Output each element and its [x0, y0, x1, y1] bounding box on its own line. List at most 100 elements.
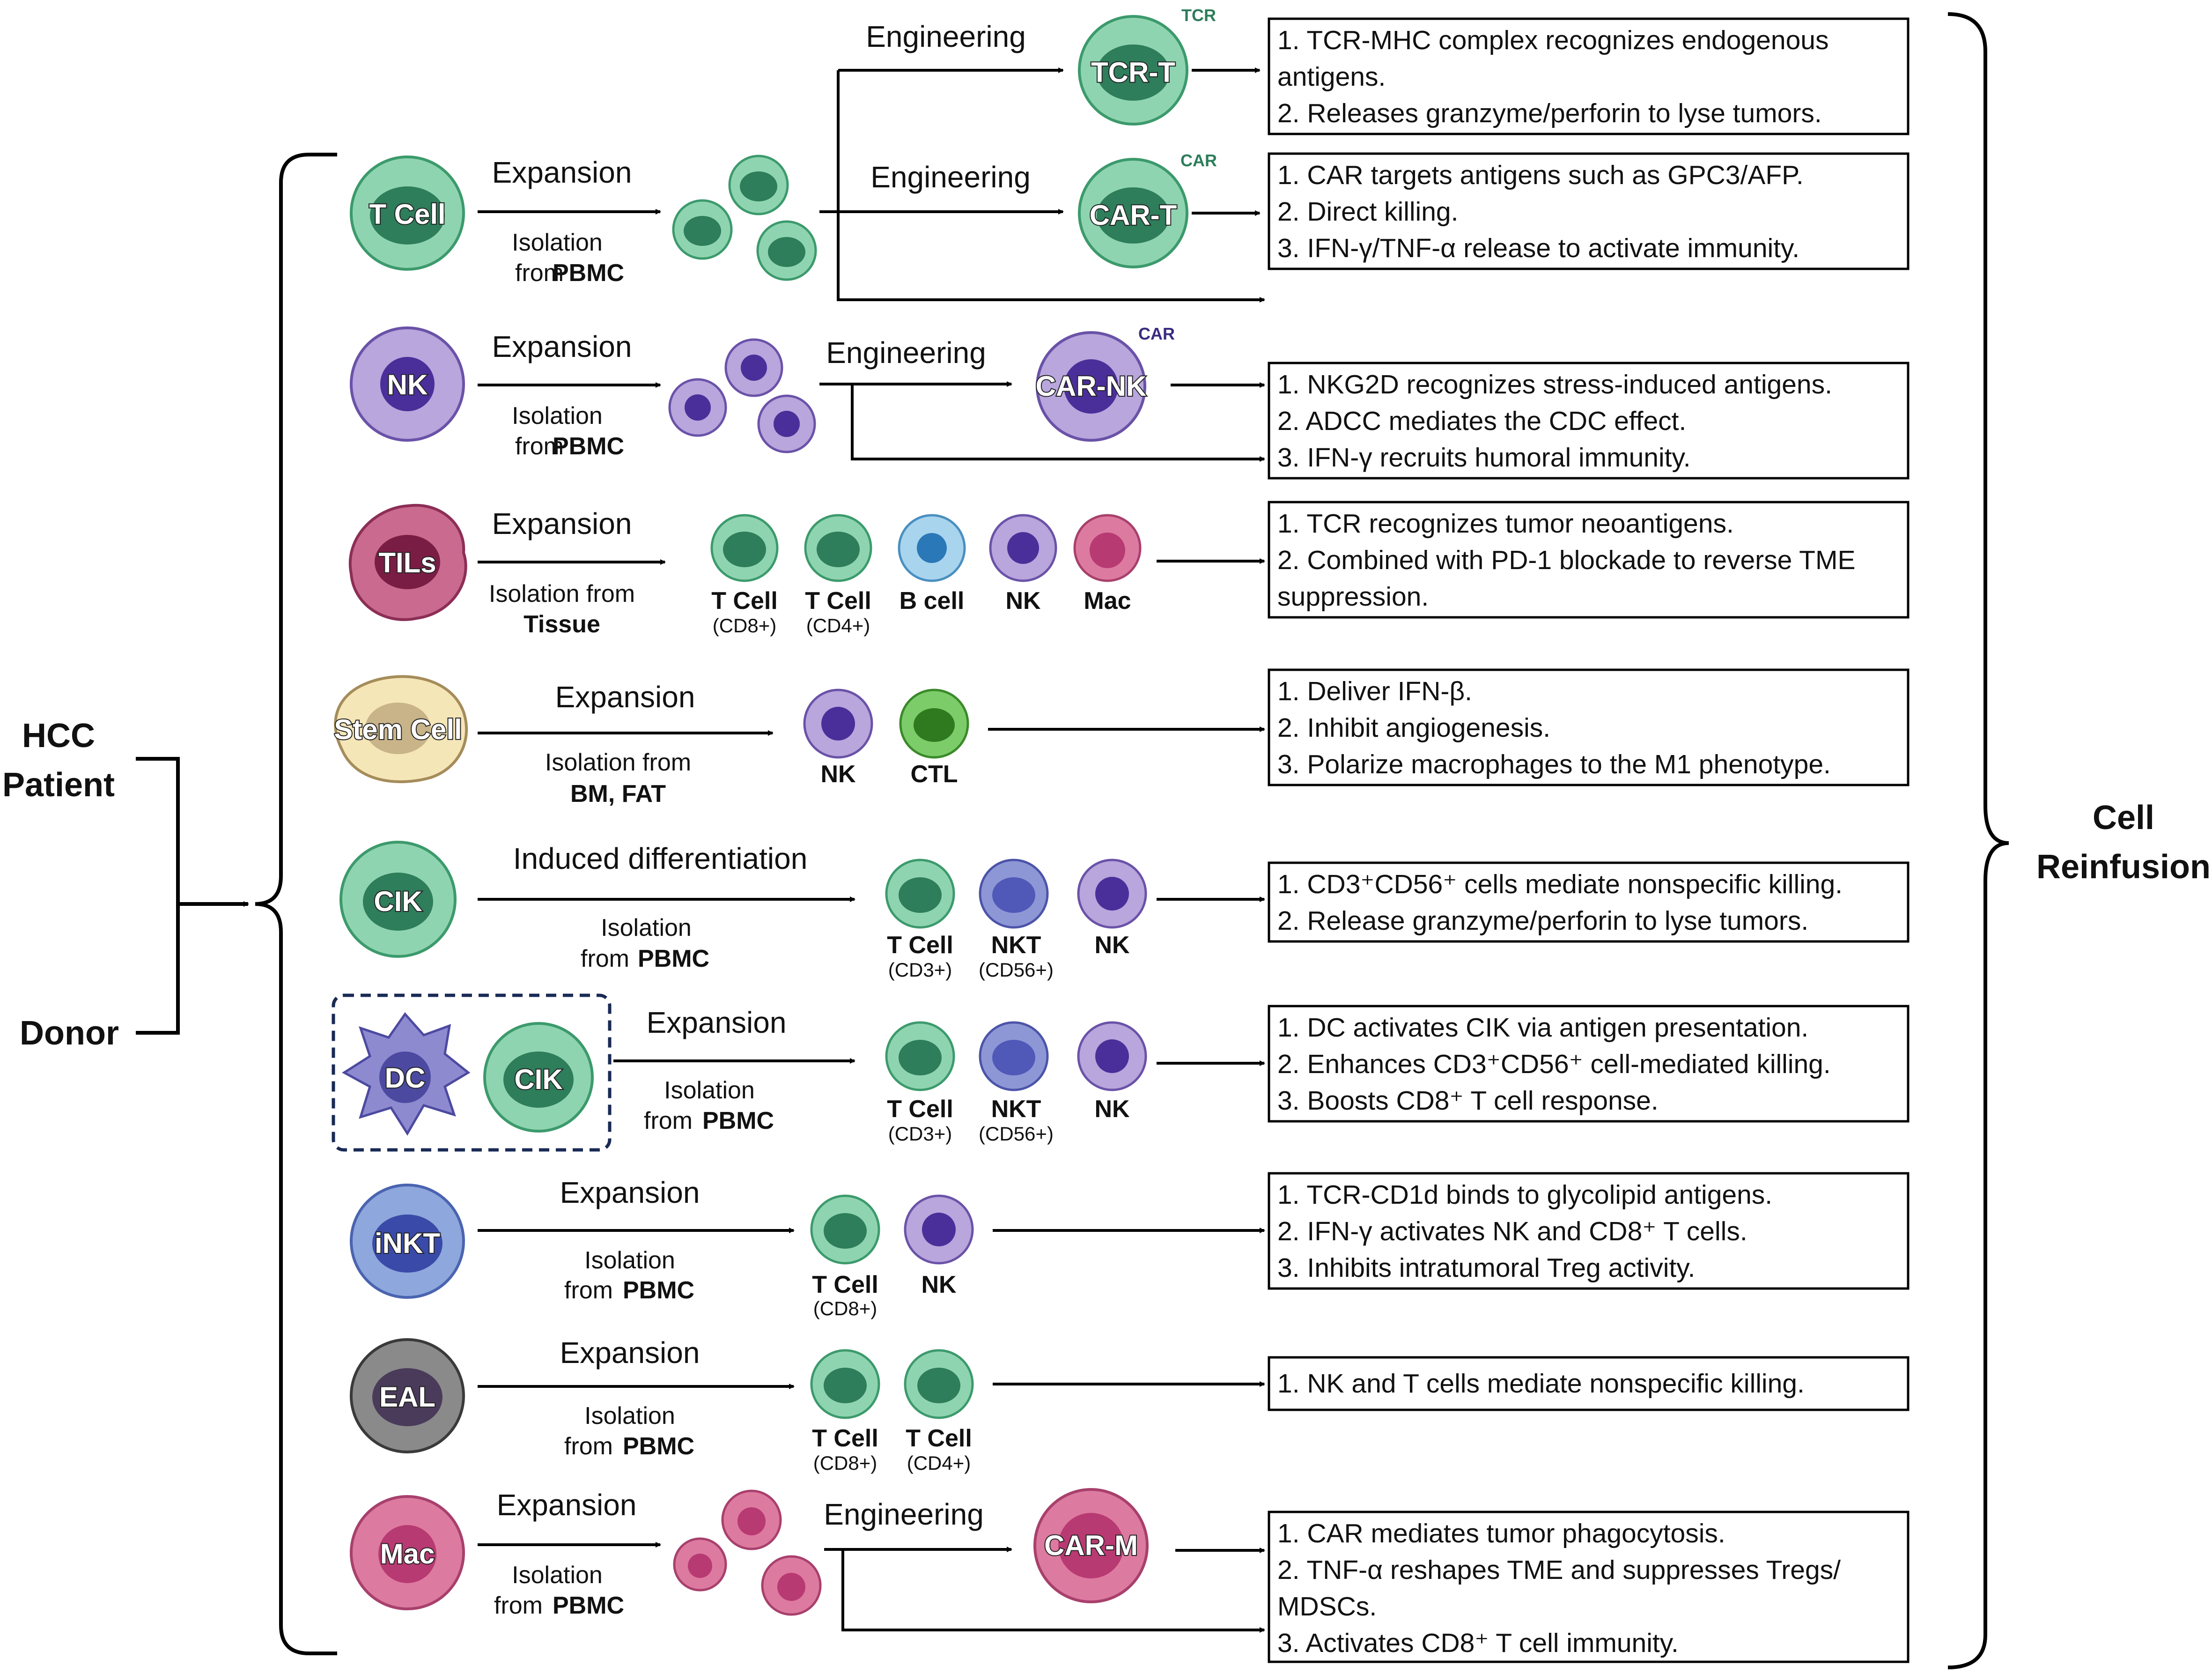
cik-cd56-label: (CD56+) — [979, 959, 1054, 981]
cart-engineering-label: Engineering — [870, 160, 1031, 194]
hcc-label-line2: Patient — [2, 766, 115, 804]
tils-products — [710, 514, 1142, 582]
stem-nk-label: NK — [820, 761, 856, 788]
cik-label: CIK — [374, 886, 422, 917]
left-brace — [255, 153, 337, 1655]
hcc-label-line1: HCC — [22, 717, 95, 755]
row-eal: EAL Expansion Isolation from PBMC T Cell… — [350, 1336, 1265, 1474]
dccik-from-label: from — [644, 1107, 693, 1134]
box-cart-line1: 1. CAR targets antigens such as GPC3/AFP… — [1277, 160, 1804, 190]
box-inkt: 1. TCR-CD1d binds to glycolipid antigens… — [1268, 1172, 1910, 1290]
row-tils: TILs Expansion Isolation from Tissue T C… — [348, 504, 1265, 638]
tils-cd8-label: (CD8+) — [713, 615, 777, 637]
cik-from-label: from — [581, 945, 629, 972]
nk-from-label: from — [515, 433, 564, 460]
inkt-label: iNKT — [375, 1228, 440, 1259]
tils-bcell-label: B cell — [900, 587, 965, 615]
box-tils-line2: 2. Combined with PD-1 blockade to revers… — [1277, 545, 1856, 575]
box-cart-line3: 3. IFN-γ/TNF-α release to activate immun… — [1277, 233, 1799, 263]
t-from-label: from — [515, 259, 564, 287]
box-eal-line1: 1. NK and T cells mediate nonspecific ki… — [1277, 1369, 1805, 1399]
stem-expansion-label: Expansion — [555, 680, 695, 714]
mac-icon: Mac — [350, 1495, 465, 1610]
box-stem-line1: 1. Deliver IFN-β. — [1277, 676, 1472, 706]
eal-tcell2-label: T Cell — [906, 1425, 972, 1452]
cik-icon: CIK — [339, 841, 457, 958]
car-t-label: CAR-T — [1090, 200, 1177, 231]
dc-icon: DC — [342, 1012, 471, 1136]
eal-cd8-label: (CD8+) — [813, 1452, 877, 1474]
cik-nkt-label: NKT — [991, 932, 1041, 959]
box-dccik-line2: 2. Enhances CD3⁺CD56⁺ cell-mediated kill… — [1277, 1049, 1831, 1079]
box-tils-line1: 1. TCR recognizes tumor neoantigens. — [1277, 509, 1734, 539]
mac-from-label: from — [494, 1592, 543, 1619]
box-tcrt-line1: 1. TCR-MHC complex recognizes endogenous — [1277, 25, 1829, 55]
nk-isolation-label: Isolation — [512, 402, 603, 430]
cik-cd3-label: (CD3+) — [888, 959, 952, 981]
dccik-tcell-label: T Cell — [887, 1096, 953, 1123]
inkt-expansion-label: Expansion — [560, 1176, 700, 1209]
inkt-tcell-label: T Cell — [812, 1271, 878, 1298]
stem-products — [803, 689, 969, 759]
car-m-icon: CAR-M — [1033, 1488, 1149, 1603]
mac-expanded-cells — [673, 1489, 822, 1616]
tils-tcell2-label: T Cell — [805, 587, 871, 615]
eal-cd4-label: (CD4+) — [907, 1452, 971, 1474]
nk-expansion-label: Expansion — [492, 330, 632, 363]
inkt-isolation-label: Isolation — [584, 1247, 675, 1274]
nk-expanded-cells — [668, 338, 816, 453]
tils-cd4-label: (CD4+) — [806, 615, 870, 637]
tcr-t-label: TCR-T — [1091, 57, 1175, 88]
tils-expansion-label: Expansion — [492, 507, 632, 541]
tcr-tag: TCR — [1181, 6, 1216, 25]
tils-icon: TILs — [348, 504, 467, 621]
tcr-t-icon: TCR-T TCR — [1078, 6, 1216, 126]
dccik-nk-label: NK — [1094, 1096, 1130, 1123]
inkt-pbmc-label: PBMC — [623, 1277, 694, 1304]
eal-products — [810, 1349, 974, 1419]
inkt-cd8-label: (CD8+) — [813, 1297, 877, 1319]
box-inkt-line3: 3. Inhibits intratumoral Treg activity. — [1277, 1253, 1695, 1283]
dccik-cd3-label: (CD3+) — [888, 1123, 952, 1145]
source-bracket — [136, 757, 180, 1035]
box-cik-line1: 1. CD3⁺CD56⁺ cells mediate nonspecific k… — [1277, 869, 1843, 899]
car-nk-label: CAR-NK — [1036, 370, 1147, 402]
eal-pbmc-label: PBMC — [623, 1433, 694, 1460]
inkt-icon: iNKT — [350, 1184, 465, 1299]
box-stem: 1. Deliver IFN-β. 2. Inhibit angiogenesi… — [1268, 668, 1910, 786]
cik-products — [885, 859, 1147, 929]
cik2-icon: CIK — [483, 1022, 594, 1133]
box-nk-line2: 2. ADCC mediates the CDC effect. — [1277, 406, 1686, 436]
row-inkt: iNKT Expansion Isolation from PBMC T Cel… — [350, 1176, 1265, 1319]
box-stem-line3: 3. Polarize macrophages to the M1 phenot… — [1277, 749, 1831, 779]
row-dc-cik: DC CIK Expansion Isolation from PBMC T C… — [332, 993, 1265, 1152]
car-tag: CAR — [1180, 151, 1217, 170]
box-mac-line2: 2. TNF-α reshapes TME and suppresses Tre… — [1277, 1555, 1841, 1585]
inkt-products — [810, 1194, 974, 1265]
stem-ctl-label: CTL — [910, 761, 958, 788]
dccik-nkt-label: NKT — [991, 1096, 1041, 1123]
dccik-pbmc-label: PBMC — [702, 1107, 774, 1134]
box-dccik-line3: 3. Boosts CD8⁺ T cell response. — [1277, 1086, 1659, 1116]
dccik-cd56-label: (CD56+) — [979, 1123, 1054, 1145]
nk-icon: NK — [350, 326, 465, 442]
box-cik-line2: 2. Release granzyme/perforin to lyse tum… — [1277, 906, 1808, 936]
box-cik: 1. CD3⁺CD56⁺ cells mediate nonspecific k… — [1268, 861, 1910, 943]
box-eal: 1. NK and T cells mediate nonspecific ki… — [1268, 1356, 1910, 1411]
car-t-icon: CAR-T CAR — [1078, 151, 1217, 268]
carnk-tag: CAR — [1138, 324, 1175, 343]
mac-label: Mac — [380, 1538, 435, 1570]
mac-expansion-label: Expansion — [497, 1488, 637, 1522]
eal-expansion-label: Expansion — [560, 1336, 700, 1370]
cik-pbmc-label: PBMC — [638, 945, 709, 972]
box-mac-line3: MDSCs. — [1277, 1592, 1377, 1622]
eal-isolation-label: Isolation — [584, 1402, 675, 1430]
box-nk: 1. NKG2D recognizes stress-induced antig… — [1268, 362, 1910, 480]
box-nk-line1: 1. NKG2D recognizes stress-induced antig… — [1277, 370, 1832, 400]
inkt-nk-label: NK — [921, 1271, 957, 1298]
stem-bmfat-label: BM, FAT — [570, 780, 666, 807]
tils-mac-label: Mac — [1084, 587, 1131, 615]
nk-label: NK — [387, 369, 428, 400]
reinfusion-label-line1: Cell — [2093, 799, 2154, 837]
